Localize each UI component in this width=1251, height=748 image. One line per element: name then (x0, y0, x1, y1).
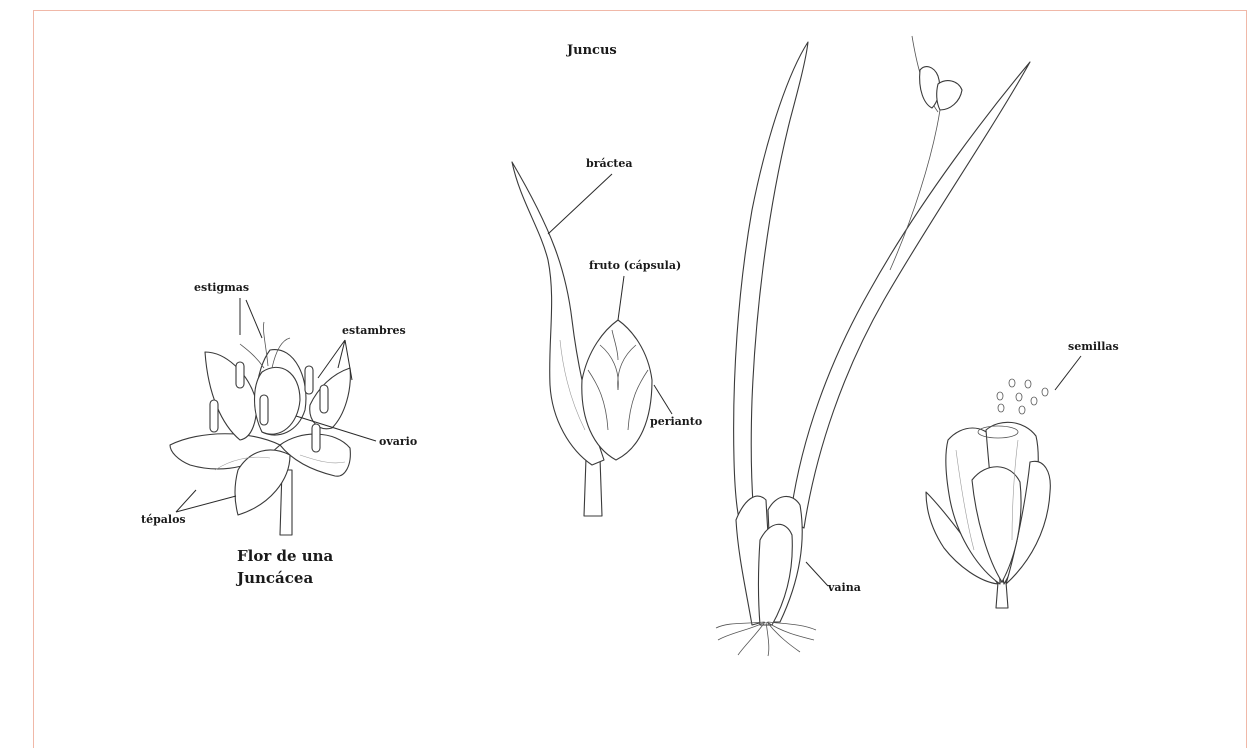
seed (997, 392, 1003, 400)
culm-left (734, 42, 808, 540)
seed (998, 404, 1004, 412)
label-perianto: perianto (650, 416, 702, 427)
seed (1019, 406, 1025, 414)
inflorescence-flower (937, 81, 962, 110)
stamen (312, 424, 320, 452)
seed (1009, 379, 1015, 387)
label-semillas: semillas (1068, 341, 1119, 352)
label-estigmas: estigmas (194, 282, 249, 293)
juncaceae-flower-drawing (170, 322, 350, 535)
sheath (759, 524, 793, 625)
capsule-with-bract-drawing (512, 162, 652, 516)
caption-line-1: Flor de una (237, 545, 333, 567)
stamen (305, 366, 313, 394)
label-ovario: ovario (379, 436, 417, 447)
seed (1016, 393, 1022, 401)
label-fruto: fruto (cápsula) (589, 260, 681, 271)
stamen (210, 400, 218, 432)
diagram-title: Juncus (567, 44, 617, 57)
tepal-upper-right (310, 368, 351, 429)
caption-line-2: Juncácea (237, 567, 313, 589)
label-estambres: estambres (342, 325, 406, 336)
seed (1031, 397, 1037, 405)
seed (1025, 380, 1031, 388)
open-capsule-drawing (926, 379, 1050, 608)
inflorescence-flower (920, 67, 940, 108)
label-bractea: bráctea (586, 158, 633, 169)
stamen (260, 395, 268, 425)
stamen (320, 385, 328, 413)
seed (1042, 388, 1048, 396)
label-tepalos: tépalos (141, 514, 186, 525)
label-vaina: vaina (828, 582, 861, 593)
stamen (236, 362, 244, 388)
